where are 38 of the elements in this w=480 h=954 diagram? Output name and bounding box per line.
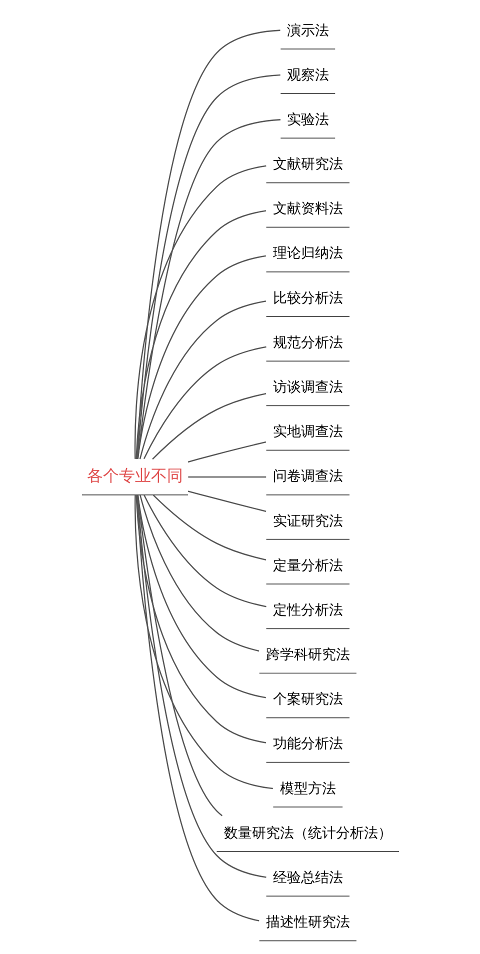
connector xyxy=(138,300,266,460)
node-text: 定性分析法 xyxy=(272,602,342,618)
node-text: 规范分析法 xyxy=(272,334,342,351)
node-text: 实地调查法 xyxy=(272,424,342,440)
node-text: 跨学科研究法 xyxy=(265,647,350,664)
node-text: 经验总结法 xyxy=(272,870,342,886)
node-text: 模型方法 xyxy=(279,780,336,797)
connector xyxy=(134,165,266,459)
node-text: 演示法 xyxy=(286,22,328,39)
connector xyxy=(136,255,266,460)
node-text: 访谈调查法 xyxy=(272,379,342,396)
connector xyxy=(136,495,222,816)
connector xyxy=(188,476,266,478)
node-text: 实证研究法 xyxy=(272,513,342,530)
connector xyxy=(187,490,266,512)
connector xyxy=(135,210,266,460)
node-text: 个案研究法 xyxy=(272,692,342,708)
node-text: 数量研究法（统计分析法） xyxy=(223,825,392,842)
connector xyxy=(142,346,266,460)
node-text: 各个专业不同 xyxy=(86,466,182,485)
connector xyxy=(136,494,266,698)
node-text: 定量分析法 xyxy=(272,558,342,574)
connector xyxy=(152,494,266,560)
node-text: 描述性研究法 xyxy=(265,914,350,931)
node-text: 观察法 xyxy=(286,67,328,84)
node-text: 比较分析法 xyxy=(272,290,342,306)
node-text: 实验法 xyxy=(286,112,328,128)
connector xyxy=(152,392,266,460)
connector xyxy=(139,494,259,652)
node-text: 文献资料法 xyxy=(272,201,342,218)
connector xyxy=(134,494,272,790)
connector xyxy=(187,441,266,463)
node-text: 理论归纳法 xyxy=(272,246,342,262)
node-text: 文献研究法 xyxy=(272,156,342,173)
connector xyxy=(135,495,266,744)
node-text: 问卷调查法 xyxy=(272,468,342,485)
connector xyxy=(143,494,266,608)
node-text: 功能分析法 xyxy=(272,736,342,752)
